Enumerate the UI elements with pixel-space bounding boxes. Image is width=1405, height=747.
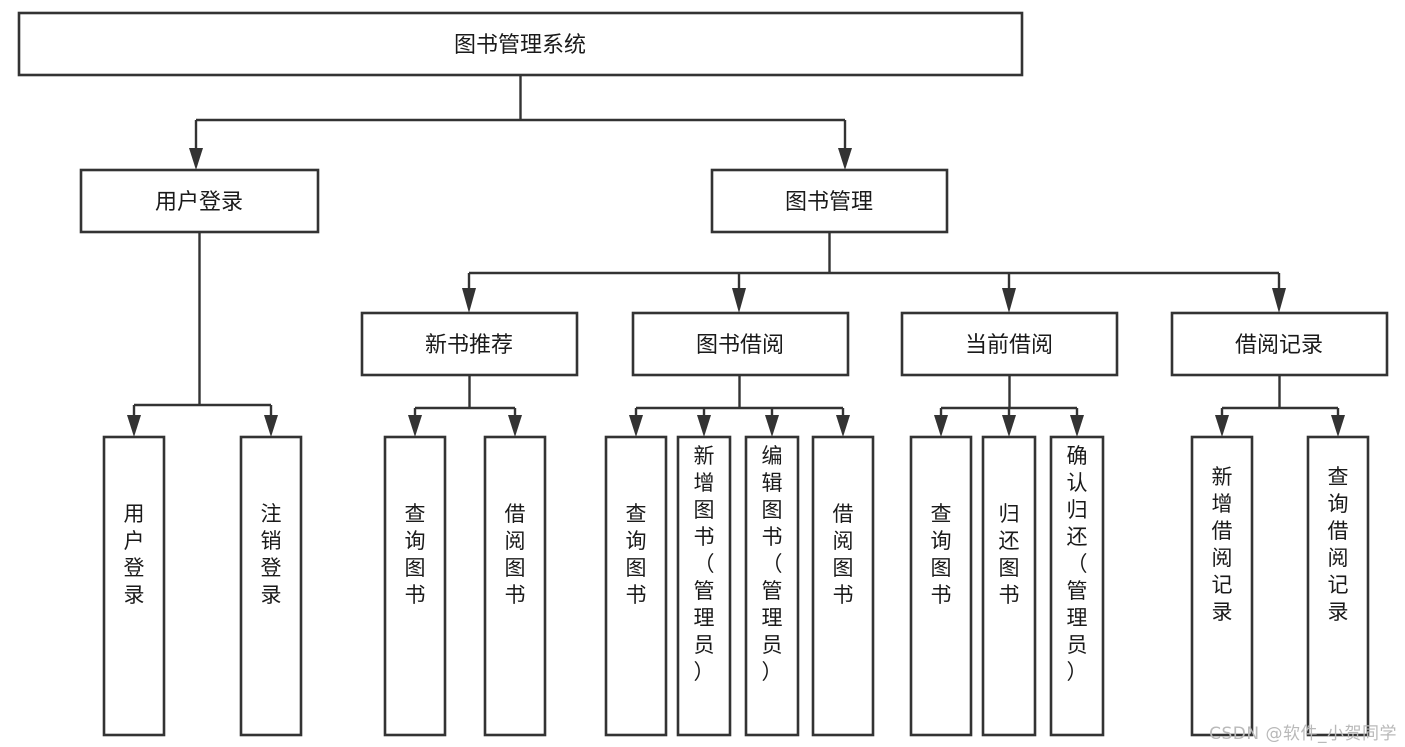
node-user-login[interactable]: 用户登录 <box>79 168 320 234</box>
arrow-to-leaf-confirm-return <box>1070 415 1084 437</box>
node-book-borrow-label: 图书借阅 <box>696 333 784 358</box>
arrow-to-leaf-user-login <box>127 415 141 437</box>
connector-root-bus <box>194 75 847 152</box>
node-current-borrow-label: 当前借阅 <box>965 333 1053 358</box>
arrow-to-leaf-query-record <box>1331 415 1345 437</box>
node-leaf-query-book-3[interactable]: 查询图书 <box>909 435 973 737</box>
node-root-box[interactable] <box>17 11 1024 77</box>
arrow-to-leaf-edit-book <box>765 415 779 437</box>
arrow-to-leaf-logout <box>264 415 278 437</box>
node-current-borrow[interactable]: 当前借阅 <box>900 311 1119 377</box>
node-leaf-logout-label: 注销登录 <box>261 502 282 607</box>
node-book-borrow-box[interactable] <box>631 311 850 377</box>
node-leaf-user-login[interactable]: 用户登录 <box>102 435 166 737</box>
node-user-login-box[interactable] <box>79 168 320 234</box>
node-leaf-edit-book-label: 编辑图书（管理员） <box>762 444 783 684</box>
arrow-to-leaf-add-record <box>1215 415 1229 437</box>
node-leaf-logout[interactable]: 注销登录 <box>239 435 303 737</box>
node-book-manage-label: 图书管理 <box>785 190 873 215</box>
connector-currentborrow-bus <box>939 375 1079 420</box>
node-leaf-return-book-box[interactable] <box>981 435 1037 737</box>
node-leaf-add-book-box[interactable] <box>676 435 732 737</box>
arrow-to-leaf-return-book <box>1002 415 1016 437</box>
node-leaf-logout-box[interactable] <box>239 435 303 737</box>
node-book-borrow[interactable]: 图书借阅 <box>631 311 850 377</box>
connector-bookmanage-bus <box>467 232 1281 290</box>
node-book-manage[interactable]: 图书管理 <box>710 168 949 234</box>
node-leaf-return-book-label: 归还图书 <box>999 502 1020 607</box>
connector-userlogin-bus <box>132 232 273 420</box>
node-leaf-add-record-box[interactable] <box>1190 435 1254 737</box>
node-new-book-rec[interactable]: 新书推荐 <box>360 311 579 377</box>
node-leaf-borrow-book-2-label: 借阅图书 <box>833 502 854 607</box>
node-book-manage-box[interactable] <box>710 168 949 234</box>
csdn-watermark: CSDN @软件_小贺同学 <box>1209 724 1397 744</box>
arrow-to-current-borrow <box>1002 288 1016 313</box>
node-leaf-query-book-3-box[interactable] <box>909 435 973 737</box>
connector-bookborrow-bus <box>634 375 845 420</box>
node-leaf-query-record[interactable]: 查询借阅记录 <box>1306 435 1370 737</box>
node-current-borrow-box[interactable] <box>900 311 1119 377</box>
connector-borrowrecord-bus <box>1220 375 1340 420</box>
arrow-to-leaf-add-book <box>697 415 711 437</box>
node-root[interactable]: 图书管理系统 <box>17 11 1024 77</box>
node-leaf-borrow-book-2-box[interactable] <box>811 435 875 737</box>
connector-newbook-bus <box>413 375 517 420</box>
arrow-to-user-login <box>189 148 203 170</box>
node-new-book-rec-label: 新书推荐 <box>425 333 513 358</box>
node-leaf-query-record-box[interactable] <box>1306 435 1370 737</box>
node-leaf-query-book-1-label: 查询图书 <box>405 502 426 607</box>
node-leaf-query-record-label: 查询借阅记录 <box>1328 465 1349 624</box>
node-leaf-confirm-return-box[interactable] <box>1049 435 1105 737</box>
node-leaf-borrow-book-1[interactable]: 借阅图书 <box>483 435 547 737</box>
node-borrow-record-label: 借阅记录 <box>1235 333 1323 358</box>
node-leaf-query-book-2-label: 查询图书 <box>626 502 647 607</box>
arrow-to-leaf-borrow-book-1 <box>508 415 522 437</box>
arrow-to-leaf-query-book-3 <box>934 415 948 437</box>
node-leaf-borrow-book-2[interactable]: 借阅图书 <box>811 435 875 737</box>
arrow-to-book-borrow <box>732 288 746 313</box>
node-user-login-label: 用户登录 <box>155 190 243 215</box>
node-leaf-borrow-book-1-box[interactable] <box>483 435 547 737</box>
arrow-to-book-manage <box>838 148 852 170</box>
node-leaf-user-login-label: 用户登录 <box>124 502 145 607</box>
node-borrow-record[interactable]: 借阅记录 <box>1170 311 1389 377</box>
node-leaf-user-login-box[interactable] <box>102 435 166 737</box>
node-leaf-add-record[interactable]: 新增借阅记录 <box>1190 435 1254 737</box>
node-leaf-borrow-book-1-label: 借阅图书 <box>505 502 526 607</box>
arrow-to-leaf-query-book-2 <box>629 415 643 437</box>
node-leaf-query-book-2-box[interactable] <box>604 435 668 737</box>
arrow-to-leaf-query-book-1 <box>408 415 422 437</box>
node-leaf-confirm-return[interactable]: 确认归还（管理员） <box>1049 435 1105 737</box>
arrow-to-new-book-rec <box>462 288 476 313</box>
node-leaf-query-book-1-box[interactable] <box>383 435 447 737</box>
node-borrow-record-box[interactable] <box>1170 311 1389 377</box>
node-leaf-query-book-3-label: 查询图书 <box>931 502 952 607</box>
node-new-book-rec-box[interactable] <box>360 311 579 377</box>
node-root-label: 图书管理系统 <box>454 33 586 58</box>
node-leaf-add-book[interactable]: 新增图书（管理员） <box>676 435 732 737</box>
arrow-to-leaf-borrow-book-2 <box>836 415 850 437</box>
node-leaf-return-book[interactable]: 归还图书 <box>981 435 1037 737</box>
arrow-to-borrow-record <box>1272 288 1286 313</box>
node-leaf-add-book-label: 新增图书（管理员） <box>694 444 715 684</box>
node-leaf-confirm-return-label: 确认归还（管理员） <box>1067 444 1088 684</box>
connector-layer <box>127 75 1345 437</box>
node-leaf-edit-book-box[interactable] <box>744 435 800 737</box>
node-leaf-query-book-1[interactable]: 查询图书 <box>383 435 447 737</box>
node-leaf-edit-book[interactable]: 编辑图书（管理员） <box>744 435 800 737</box>
node-leaf-query-book-2[interactable]: 查询图书 <box>604 435 668 737</box>
node-leaf-add-record-label: 新增借阅记录 <box>1212 465 1233 624</box>
